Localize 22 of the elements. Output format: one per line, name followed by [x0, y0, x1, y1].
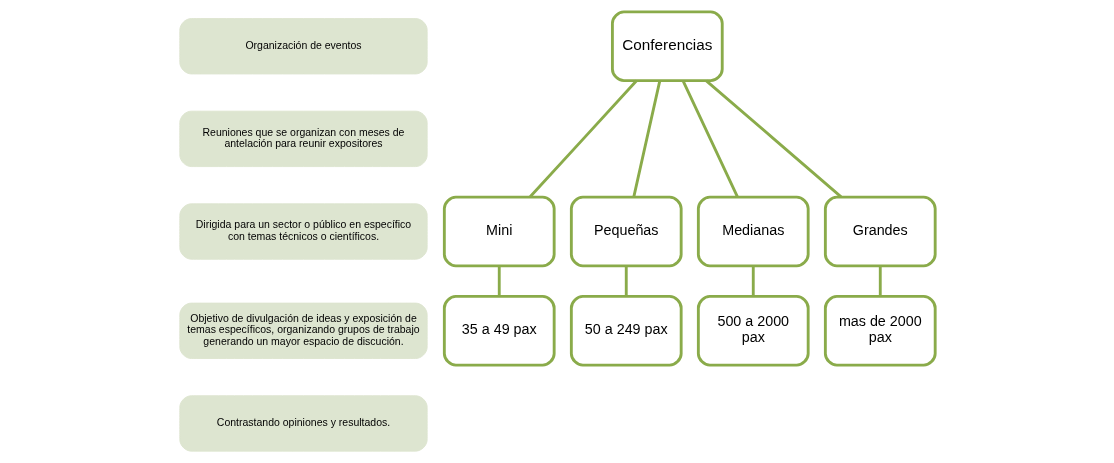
node-box: 50 a 249 pax — [569, 295, 683, 367]
node-box: Organización de eventos — [178, 18, 428, 75]
node-box: Dirigida para un sector o público en específico con temas técnicos o científicos. — [178, 203, 428, 260]
node-box: Medianas — [696, 195, 810, 268]
node-box: 35 a 49 pax — [442, 295, 556, 367]
node-box: mas de 2000 pax — [823, 295, 937, 367]
node-box: Mini — [442, 195, 556, 268]
connector — [681, 80, 739, 198]
connector — [704, 79, 842, 198]
node-box: Objetivo de divulgación de ideas y exposición de temas específicos, organizando grupos de trabajo generando un mayor espacio de discución. — [178, 302, 428, 359]
node-box: Contrastando opiniones y resultados. — [178, 395, 428, 452]
connector — [497, 265, 501, 297]
connector — [878, 265, 882, 297]
connector — [528, 79, 638, 198]
node-box: 500 a 2000 pax — [696, 295, 810, 367]
node-box: Pequeñas — [569, 195, 683, 268]
connector — [631, 80, 661, 198]
node-box: Conferencias — [610, 10, 724, 83]
connector — [624, 265, 628, 297]
node-box: Grandes — [823, 195, 937, 268]
connector — [751, 265, 755, 297]
node-box: Reuniones que se organizan con meses de antelación para reunir expositores — [178, 110, 428, 168]
